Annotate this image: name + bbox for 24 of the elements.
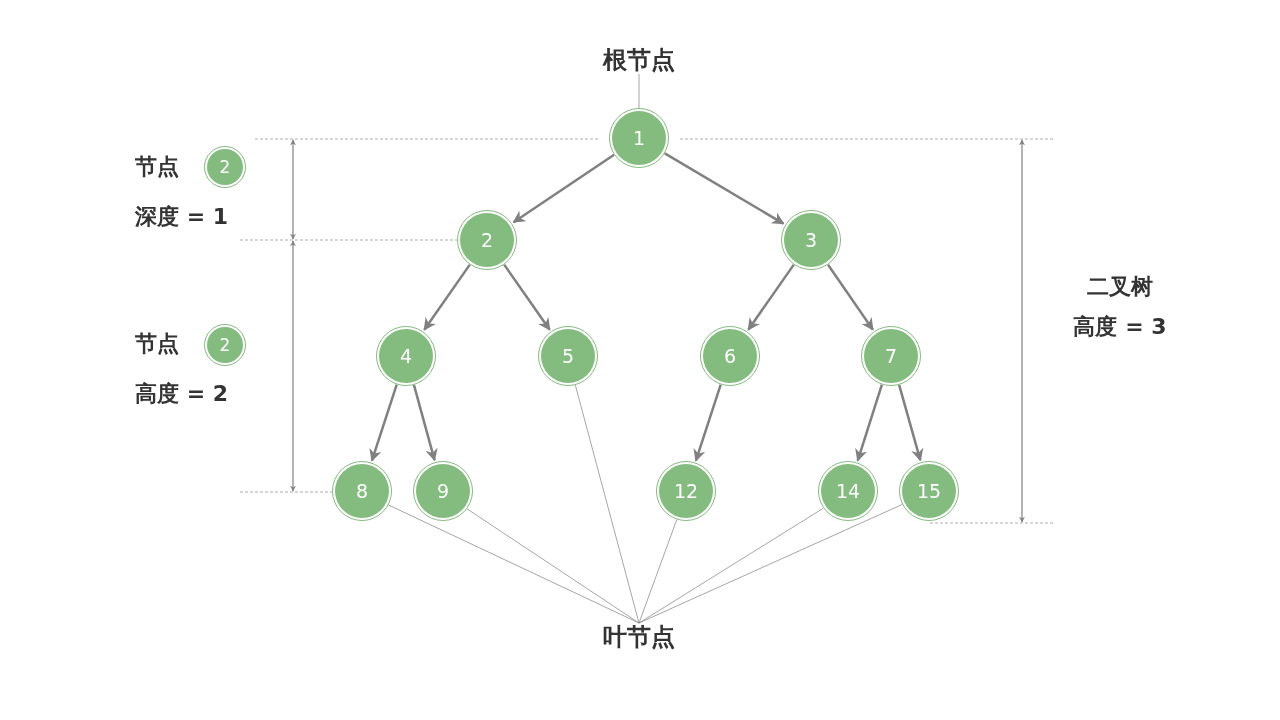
leader-line: [388, 504, 640, 624]
leader-line: [575, 384, 640, 624]
leader-line: [638, 519, 678, 624]
annotation-text: 深度 = 1: [135, 203, 229, 231]
annotation-text: 节点: [135, 330, 179, 358]
arrow: [664, 152, 785, 225]
arrow: [512, 153, 615, 224]
leader-line: [638, 507, 824, 624]
node-label: 根节点: [579, 44, 699, 76]
annotation-text: 高度 = 3: [1073, 313, 1167, 341]
arrow: [693, 384, 722, 462]
annotation-text: 节点: [135, 153, 179, 181]
arrow: [412, 384, 438, 462]
arrow: [369, 384, 398, 462]
annotation-text: 高度 = 2: [135, 380, 229, 408]
leader-line: [466, 508, 640, 624]
arrow: [855, 384, 884, 462]
arrow: [423, 263, 471, 331]
node-label: 叶节点: [579, 621, 699, 653]
leader-line: [638, 73, 640, 109]
arrow: [503, 263, 551, 331]
annotation-text: 二叉树: [1087, 273, 1153, 301]
leader-line: [638, 504, 903, 624]
arrow: [747, 263, 795, 331]
